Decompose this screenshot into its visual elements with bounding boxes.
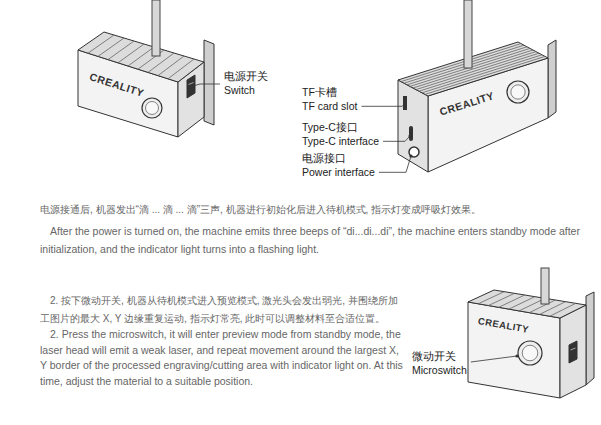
front-face <box>468 302 560 398</box>
part-label: 电源开关 <box>224 70 268 83</box>
leader-line <box>193 84 220 86</box>
heatsink-fin <box>168 59 194 79</box>
part-label: 电源接口 <box>302 152 346 165</box>
heatsink-fin <box>98 38 124 56</box>
instruction-text: 2. 按下微动开关, 机器从待机模式进入预览模式, 激光头会发出弱光, 并围绕所… <box>40 292 405 328</box>
power-jack <box>409 147 419 157</box>
heatsink-fin <box>488 293 514 305</box>
heatsink-fin <box>509 297 535 309</box>
rocker-switch <box>187 75 195 98</box>
laser-module <box>78 0 214 137</box>
heatsink-fin <box>401 44 521 82</box>
heatsink-fin <box>118 44 144 63</box>
leader-line <box>379 156 411 172</box>
instruction-text: 2. Press the microswitch, it will enter … <box>40 327 406 389</box>
laser-module <box>398 0 556 172</box>
mount-rod <box>152 0 160 56</box>
side-face <box>560 305 586 398</box>
top-face <box>468 290 586 318</box>
part-label: Type-C接口 <box>302 121 358 134</box>
part-label: Switch <box>224 84 255 97</box>
part-label: 微动开关 <box>412 350 456 363</box>
instruction-text: After the power is turned on, the machin… <box>40 222 588 258</box>
leader-dot <box>515 354 518 357</box>
rocker-mark <box>571 348 576 350</box>
heatsink-fin <box>478 292 504 304</box>
micro-switch-button <box>507 81 529 103</box>
button-ring <box>522 345 538 361</box>
heatsink-fin <box>128 47 154 66</box>
leader-line <box>383 136 410 141</box>
part-label: TF card slot <box>302 100 357 113</box>
heatsink-fin <box>158 56 184 76</box>
heatsink-fin <box>550 303 576 316</box>
part-label: Power interface <box>302 166 375 179</box>
button-ring <box>146 102 159 115</box>
mount-plate <box>548 40 556 118</box>
leader-dot <box>191 84 194 87</box>
type-c-port <box>409 126 413 141</box>
rocker-switch <box>569 341 577 363</box>
instruction-text: 电源接通后, 机器发出“滴 ... 滴 ... 滴”三声, 机器进行初始化后进入… <box>40 202 588 218</box>
part-label: Microswitch <box>412 364 467 377</box>
heatsink-fin <box>499 295 525 307</box>
tf-card-slot <box>403 96 407 110</box>
leader-dot <box>409 154 412 157</box>
mount-plate <box>204 40 214 125</box>
heatsink-fin <box>108 41 134 60</box>
leader-line <box>471 356 517 362</box>
leader-dot <box>408 134 411 137</box>
micro-switch-button <box>142 98 162 118</box>
heatsink-fin <box>88 35 114 53</box>
micro-switch-button <box>518 341 542 365</box>
part-label: TF卡槽 <box>302 86 337 99</box>
mount-plate <box>586 292 594 385</box>
part-label: Type-C interface <box>302 135 379 148</box>
leader-line <box>361 104 405 106</box>
laser-module <box>468 268 594 398</box>
mount-rod <box>464 0 472 68</box>
button-ring <box>511 85 525 99</box>
rocker-mark <box>189 83 194 85</box>
mount-rod <box>541 268 549 304</box>
leader-dot <box>403 102 406 105</box>
